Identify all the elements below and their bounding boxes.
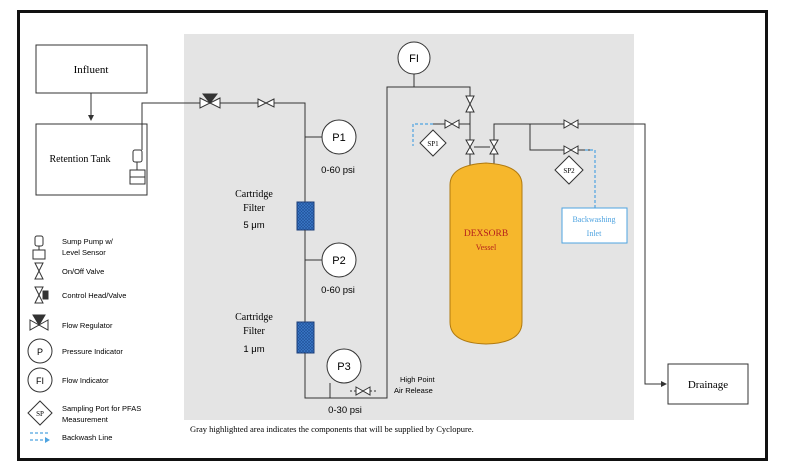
backwashing-inlet-line2: Inlet	[587, 229, 602, 238]
legend-control-head: Control Head/Valve	[62, 291, 126, 300]
legend-backwash-line: Backwash Line	[62, 433, 112, 442]
legend-pressure-symbol: P	[37, 347, 43, 357]
p1-gauge	[321, 119, 357, 155]
legend: Sump Pump w/ Level Sensor On/Off Valve C…	[27, 235, 141, 443]
cartridge-filter-1	[296, 201, 315, 231]
legend-sampling-port-icon	[27, 400, 53, 426]
flow-regulator-icon	[199, 93, 221, 109]
sp1-valve-icon	[444, 119, 460, 129]
p1-range: 0-60 psi	[321, 165, 355, 176]
influent-label: Influent	[74, 64, 109, 76]
air-release-line1: High Point	[400, 375, 436, 384]
legend-on-off-valve: On/Off Valve	[62, 267, 104, 276]
cartridge2-line2: Filter	[243, 326, 265, 337]
sp2-valve-icon	[563, 145, 579, 155]
cartridge2-line1: Cartridge	[235, 312, 273, 323]
legend-sump-pump-line2: Level Sensor	[62, 248, 106, 257]
legend-pressure-indicator: Pressure Indicator	[62, 347, 123, 356]
legend-flow-symbol: FI	[36, 376, 44, 386]
legend-flow-indicator-icon	[27, 367, 53, 393]
retention-tank-box	[35, 123, 148, 196]
sp1-label: SP1	[427, 140, 439, 148]
sp2-label: SP2	[563, 167, 575, 175]
vessel-sub: Vessel	[476, 243, 497, 252]
vessel-name: DEXSORB	[464, 229, 508, 239]
legend-sampling-port-line1: Sampling Port for PFAS	[62, 404, 141, 413]
inlet-valve-icon	[465, 95, 475, 113]
air-release-line2: Air Release	[394, 386, 433, 395]
fi-label: FI	[409, 53, 419, 65]
legend-sampling-symbol: SP	[36, 410, 44, 418]
cartridge1-line1: Cartridge	[235, 189, 273, 200]
backwash-line-sp1	[412, 123, 433, 146]
pipe-tank-to-regulator	[141, 102, 200, 150]
sp2-port	[554, 155, 584, 185]
sp1-port	[419, 129, 447, 157]
pipe-outlet	[493, 123, 667, 387]
outlet-valve-icon	[563, 119, 579, 129]
legend-sump-pump-line1: Sump Pump w/	[62, 237, 114, 246]
backwashing-inlet-box	[561, 207, 628, 244]
cartridge-filter-2	[296, 321, 315, 354]
legend-pressure-indicator-icon	[27, 338, 53, 364]
legend-flow-regulator-icon	[29, 314, 49, 331]
cartridge1-size: 5 μm	[243, 220, 264, 231]
p2-label: P2	[332, 255, 345, 267]
dexsorb-vessel	[449, 162, 523, 345]
legend-control-head-icon	[34, 286, 49, 304]
pipe-bottom	[304, 86, 402, 399]
p2-range: 0-60 psi	[321, 285, 355, 296]
cartridge1-line2: Filter	[243, 203, 265, 214]
p2-gauge	[321, 242, 357, 278]
legend-flow-regulator: Flow Regulator	[62, 321, 113, 330]
legend-flow-indicator: Flow Indicator	[62, 376, 109, 385]
backwash-line-inlet	[584, 149, 596, 208]
supplied-area	[184, 34, 634, 420]
legend-sampling-port-line2: Measurement	[62, 415, 109, 424]
backwashing-inlet-line1: Backwashing	[572, 215, 615, 224]
legend-sump-pump-icon	[32, 235, 46, 260]
drainage-label: Drainage	[688, 379, 728, 391]
pipe-fi-to-vessel	[402, 86, 471, 160]
p1-label: P1	[332, 132, 345, 144]
retention-tank-label: Retention Tank	[49, 154, 110, 165]
air-release-valve-icon	[350, 386, 378, 396]
legend-backwash-line-icon	[30, 432, 50, 443]
sump-pump-icon	[129, 149, 146, 185]
influent-box	[35, 44, 148, 94]
drainage-box	[667, 363, 749, 405]
p3-range: 0-30 psi	[328, 405, 362, 416]
pipe-main-down	[274, 102, 306, 202]
p3-gauge	[326, 348, 362, 384]
cartridge2-size: 1 μm	[243, 344, 264, 355]
p3-label: P3	[337, 361, 350, 373]
legend-on-off-valve-icon	[34, 262, 44, 280]
footnote: Gray highlighted area indicates the comp…	[190, 424, 474, 434]
